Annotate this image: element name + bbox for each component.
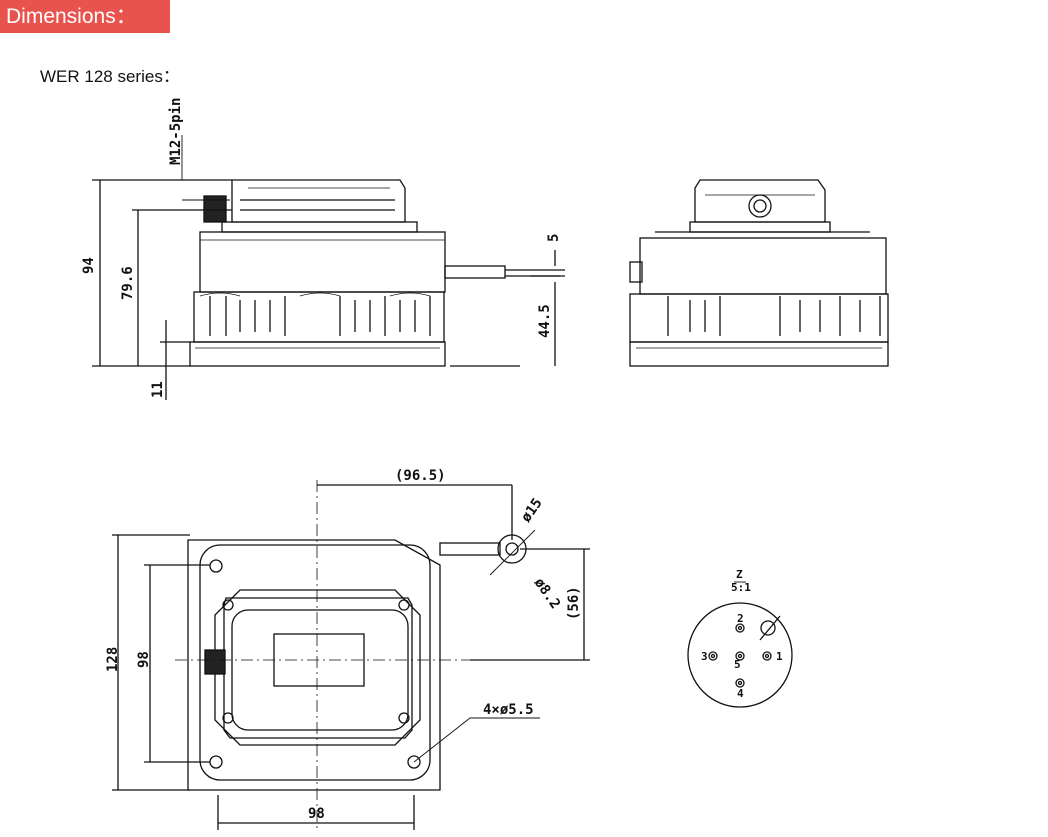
dim-cable-length: (96.5): [395, 468, 446, 484]
top-view: [112, 480, 590, 830]
front-view: [629, 179, 889, 367]
pinout-detail: [687, 581, 793, 708]
pin-5-label: 5: [734, 658, 741, 671]
pin-1-label: 1: [776, 650, 783, 663]
dim-cable-offset-top: (56): [566, 586, 582, 620]
detail-label: Z: [736, 568, 743, 581]
pin-2-label: 2: [737, 612, 744, 625]
dim-outer-height: 128: [105, 647, 121, 672]
dim-mounting-holes: 4×ø5.5: [483, 702, 534, 718]
dim-cable-offset: 5: [546, 234, 562, 242]
dim-pulley-diameter: ø15: [518, 495, 546, 525]
dim-body-height: 79.6: [120, 266, 136, 300]
dim-hole-spacing-v: 98: [136, 651, 152, 668]
dim-hole-spacing-h: 98: [308, 806, 325, 822]
detail-scale: 5:1: [731, 581, 751, 594]
pin-3-label: 3: [701, 650, 708, 663]
dim-base-height: 11: [150, 381, 166, 398]
dim-wire-diameter: ø8.2: [531, 575, 563, 612]
series-title: WER 128 series：: [40, 67, 180, 86]
pin-4-label: 4: [737, 687, 744, 700]
section-header: Dimensions：: [0, 0, 170, 33]
connector-label: M12-5pin: [168, 98, 184, 165]
dim-cable-height: 44.5: [537, 304, 553, 338]
dim-total-height: 94: [81, 257, 97, 274]
side-view: [92, 135, 565, 400]
